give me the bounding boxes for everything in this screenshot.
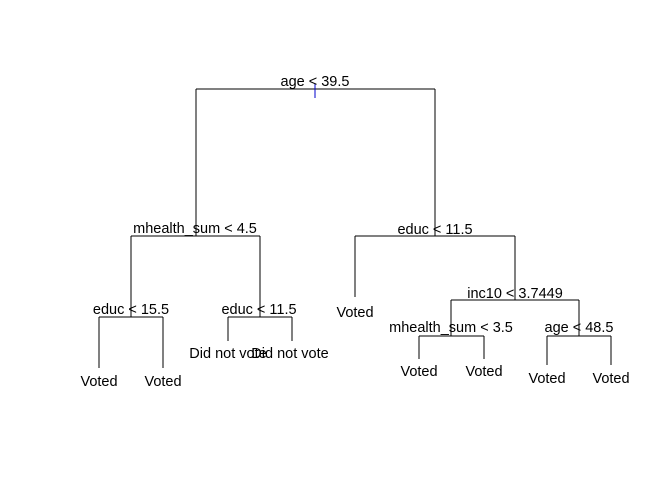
lr-split-label: educ < 11.5: [221, 302, 296, 318]
rrr-split-label: age < 48.5: [545, 320, 614, 336]
rr-split-label: inc10 < 3.7449: [467, 286, 563, 302]
rrl-left-leaf: Voted: [400, 364, 437, 380]
right-split-label: educ < 11.5: [397, 222, 472, 238]
root-split-label: age < 39.5: [281, 74, 350, 90]
rrl-split-label: mhealth_sum < 3.5: [389, 320, 513, 336]
rrr-left-leaf: Voted: [528, 371, 565, 387]
right-left-leaf: Voted: [336, 305, 373, 321]
lr-left-leaf: Did not vote: [189, 346, 266, 362]
rrl-right-leaf: Voted: [465, 364, 502, 380]
lr-right-leaf: Did not vote: [251, 346, 328, 362]
rrr-right-leaf: Voted: [592, 371, 629, 387]
ll-split-label: educ < 15.5: [93, 302, 169, 318]
left-split-label: mhealth_sum < 4.5: [133, 221, 257, 237]
ll-right-leaf: Voted: [144, 374, 181, 390]
ll-left-leaf: Voted: [80, 374, 117, 390]
